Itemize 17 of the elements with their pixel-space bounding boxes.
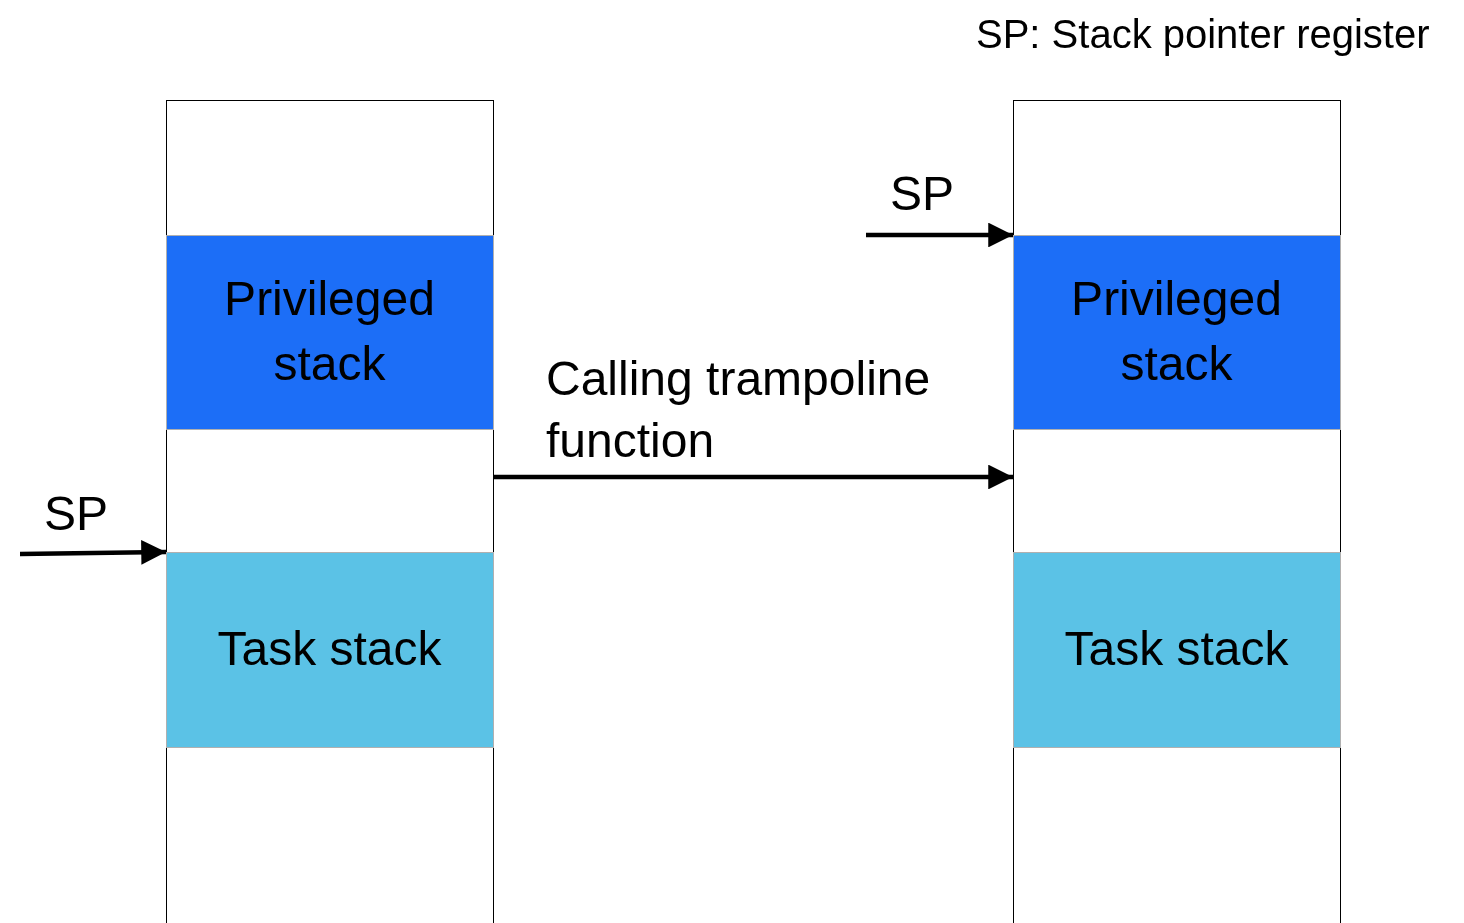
note-text: SP: Stack pointer register [976, 12, 1430, 57]
arrow [494, 464, 1013, 490]
region-label: Privileged stack [1070, 271, 1283, 392]
pointer-label: SP [44, 486, 109, 541]
stack-region [165, 551, 494, 748]
region-label: Privileged stack [223, 271, 436, 392]
arrow [19, 539, 167, 565]
stack-region [1012, 234, 1341, 430]
stack-region [165, 234, 494, 430]
region-label: Task stack [216, 621, 443, 678]
pointer-label: SP [890, 166, 955, 221]
stack-column [1013, 100, 1341, 923]
arrow [866, 222, 1013, 248]
region-label: Task stack [1063, 621, 1290, 678]
edge-label: Calling trampoline function [546, 351, 932, 470]
stack-region [1012, 551, 1341, 748]
stack-column [166, 100, 494, 923]
